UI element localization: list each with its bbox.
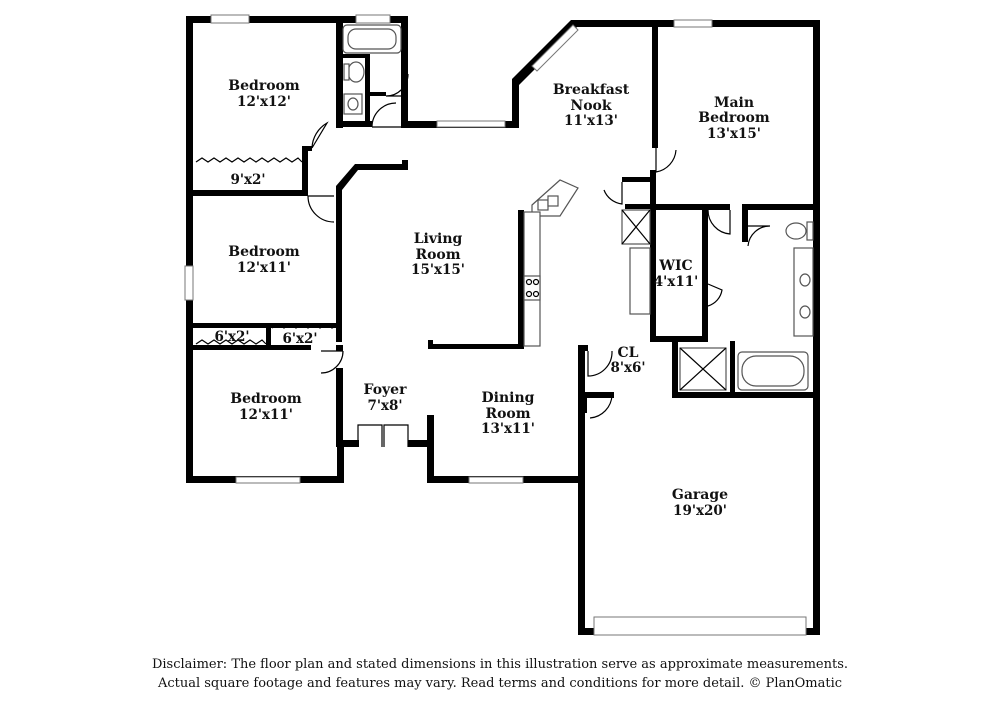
living-room-name-1: Living xyxy=(414,231,463,247)
windows xyxy=(184,14,807,636)
living-room-dims: 15'x15' xyxy=(411,262,465,278)
door-swing xyxy=(707,283,723,307)
door-swing xyxy=(747,225,771,247)
interior-walls xyxy=(193,23,820,447)
breakfast-nook-name-2: Nook xyxy=(570,98,611,114)
bedroom-2-name: Bedroom xyxy=(228,244,300,260)
window xyxy=(436,120,506,128)
door-swing xyxy=(707,209,731,235)
window xyxy=(184,265,194,301)
door-swing xyxy=(603,182,623,205)
window xyxy=(235,476,301,484)
closet-rod xyxy=(271,323,337,329)
door-swing xyxy=(587,350,613,377)
bedroom-3-dims: 12'x11' xyxy=(239,407,293,423)
room-labels: Bedroom 12'x12' 9'x2' Bedroom 12'x11' 6'… xyxy=(214,78,769,519)
door-swing xyxy=(311,121,329,149)
closet-6x2-right-dims: 6'x2' xyxy=(282,331,317,347)
closet-rod xyxy=(195,339,267,345)
closet-6x2-left-dims: 6'x2' xyxy=(214,329,249,345)
toilet xyxy=(785,222,807,240)
dining-room-dims: 13'x11' xyxy=(481,421,535,437)
bedroom-2-dims: 12'x11' xyxy=(237,260,291,276)
closet-cl-name: CL xyxy=(618,345,639,361)
window xyxy=(673,19,713,28)
disclaimer-line-2: Actual square footage and features may v… xyxy=(157,676,843,691)
wic-name: WIC xyxy=(658,258,692,274)
dining-room-name-1: Dining xyxy=(482,390,535,406)
vanity xyxy=(793,247,814,337)
foyer-dims: 7'x8' xyxy=(367,398,402,414)
disclaimer-line-1: Disclaimer: The floor plan and stated di… xyxy=(151,657,849,672)
bedroom-1-name: Bedroom xyxy=(228,78,300,94)
closet-rod xyxy=(195,157,303,163)
window xyxy=(531,24,579,72)
main-bedroom-name-1: Main xyxy=(714,95,754,111)
closet-cl-dims: 8'x6' xyxy=(610,360,645,376)
bedroom-3-name: Bedroom xyxy=(230,391,302,407)
main-bedroom-name-2: Bedroom xyxy=(698,110,770,126)
door-swing xyxy=(371,102,402,128)
door-swing xyxy=(320,350,344,374)
closet-9x2-dims: 9'x2' xyxy=(230,172,265,188)
breakfast-nook-dims: 11'x13' xyxy=(564,113,618,129)
dining-room-name-2: Room xyxy=(485,406,530,422)
breakfast-nook-name-1: Breakfast xyxy=(553,82,630,98)
door-swing xyxy=(655,148,677,173)
window xyxy=(210,14,250,24)
main-bedroom-dims: 13'x15' xyxy=(707,126,761,142)
window xyxy=(355,14,391,24)
door-swing xyxy=(385,73,409,97)
doors xyxy=(307,73,771,447)
foyer-name: Foyer xyxy=(364,382,408,398)
fixtures xyxy=(195,24,814,391)
door-swing xyxy=(357,424,409,447)
garage-name: Garage xyxy=(672,487,728,503)
wic-dims: 4'x11' xyxy=(654,274,699,290)
door-swing xyxy=(587,394,613,419)
stove xyxy=(523,275,541,301)
living-room-name-2: Room xyxy=(415,247,460,263)
door-swing xyxy=(307,195,335,223)
window xyxy=(468,476,524,484)
bedroom-1-dims: 12'x12' xyxy=(237,94,291,110)
garage-dims: 19'x20' xyxy=(673,503,727,519)
toilet xyxy=(347,61,365,83)
garage-door xyxy=(593,616,807,636)
